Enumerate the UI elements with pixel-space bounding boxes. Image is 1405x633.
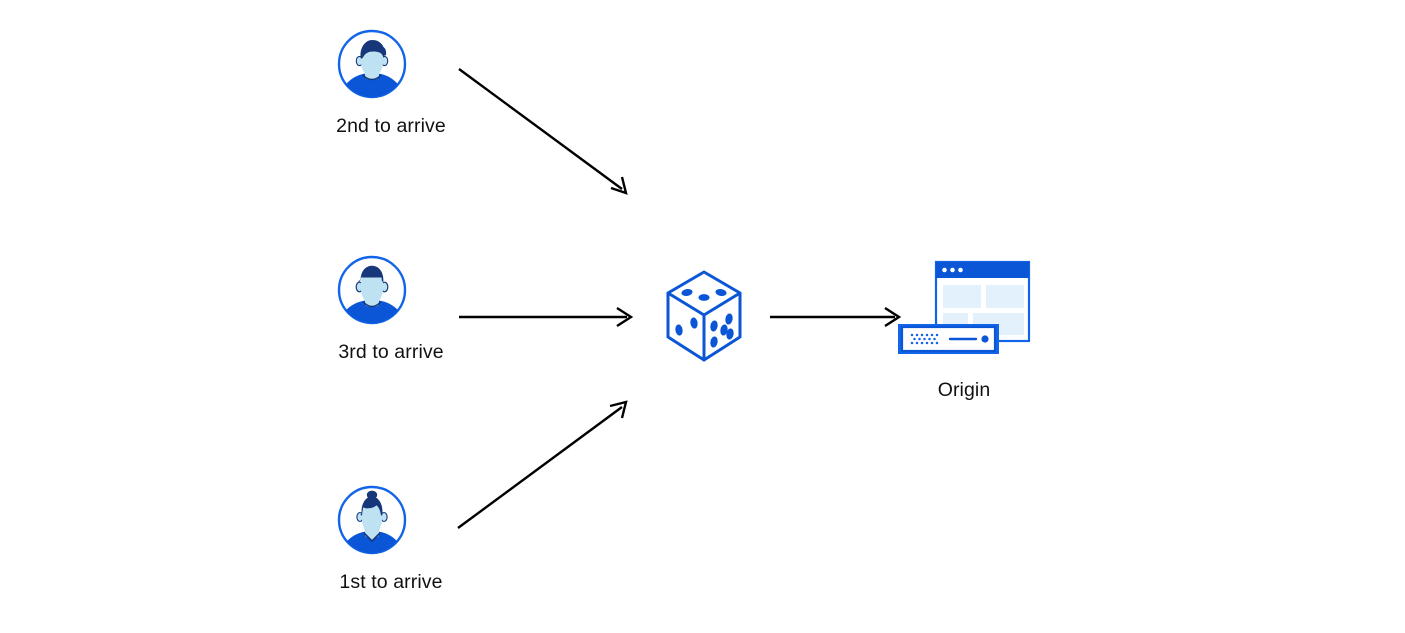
user-avatar-icon [337, 255, 407, 325]
arrow-1st-to-dice [457, 400, 628, 529]
node-label-client-1st: 1st to arrive [339, 571, 443, 593]
user-avatar-icon [337, 29, 407, 99]
user-avatar-icon [337, 485, 407, 555]
server-device-icon [898, 324, 999, 354]
arrow-3rd-to-dice [459, 306, 634, 328]
node-label-client-2nd: 2nd to arrive [336, 115, 446, 137]
origin-server-icon [898, 260, 1031, 354]
node-label-origin: Origin [937, 379, 991, 401]
dice-icon [666, 270, 742, 362]
node-label-client-3rd: 3rd to arrive [338, 341, 444, 363]
arrow-dice-to-origin [770, 306, 902, 328]
